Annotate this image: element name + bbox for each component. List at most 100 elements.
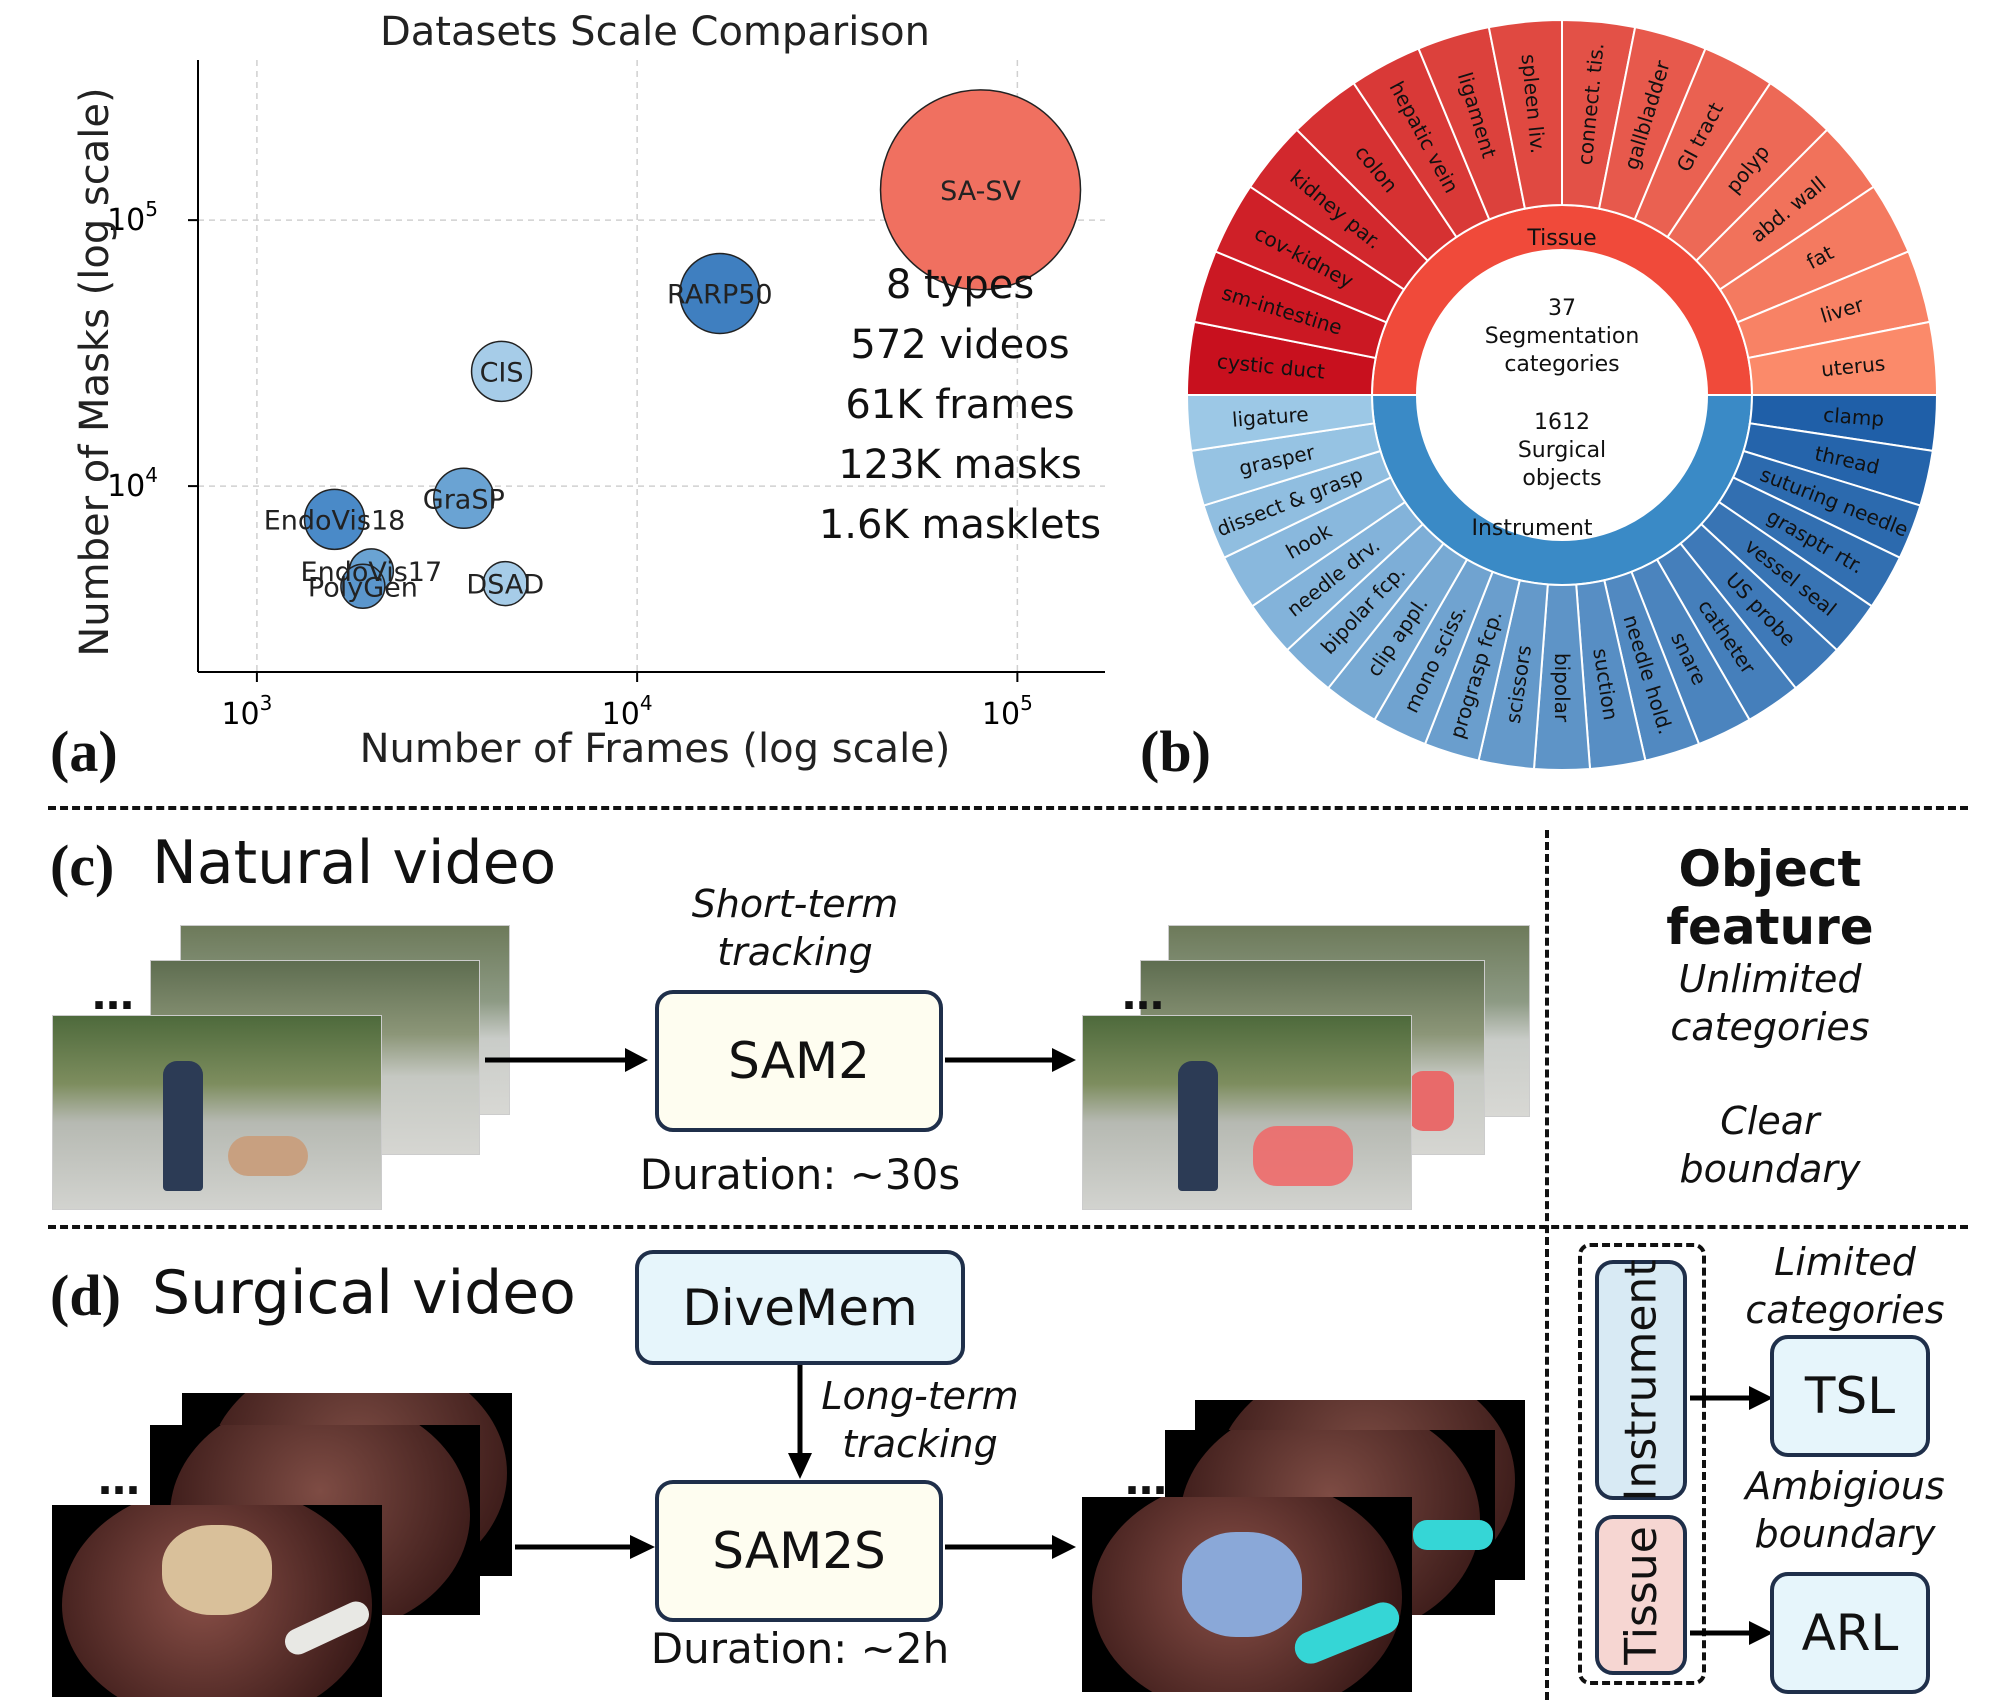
- separator-vertical: [1545, 830, 1549, 1700]
- clear-boundary-label: Clear boundary: [1590, 1097, 1950, 1193]
- center-text: 1612: [1534, 410, 1590, 435]
- sam2s-box: SAM2S: [655, 1480, 943, 1622]
- tissue-segment: [1747, 320, 1939, 396]
- arl-box: ARL: [1770, 1572, 1930, 1694]
- feature-line: categories: [1745, 1288, 1945, 1332]
- tissue-segment: [1718, 185, 1910, 324]
- bubble-rarp50: [679, 252, 761, 335]
- center-text: categories: [1504, 352, 1619, 377]
- instrument-segment: [1717, 476, 1902, 608]
- bubble-label: DSAD: [466, 570, 544, 601]
- bubble-endovis18: [303, 488, 366, 551]
- bubble-label: SA-SV: [940, 176, 1021, 207]
- instrument-segment: [1222, 476, 1407, 608]
- bubble-dsad: [482, 560, 529, 607]
- natural-output-ellipsis: …: [1122, 970, 1164, 1019]
- stats-annotation: 8 types: [886, 262, 1034, 308]
- instrument-segment: [1603, 570, 1701, 762]
- instrument-segment-label: clamp: [1822, 403, 1885, 431]
- center-text: Surgical: [1518, 438, 1606, 463]
- person-figure: [163, 1061, 203, 1191]
- center-text: objects: [1522, 466, 1601, 491]
- surgical-arrow-in: [515, 1535, 655, 1559]
- bubble-label: CIS: [480, 357, 524, 388]
- instrument-box: Instrument: [1595, 1259, 1687, 1501]
- x-tick-label: 103: [221, 691, 272, 732]
- bubble-label: PolyGen: [308, 572, 418, 603]
- separator-middle: [48, 1225, 1968, 1229]
- natural-video-title: Natural video: [152, 828, 557, 898]
- stats-annotation: 61K frames: [845, 382, 1074, 428]
- surgical-input-ellipsis: …: [98, 1455, 140, 1504]
- bubble-grasp: [433, 467, 495, 530]
- tracking-line: tracking: [842, 1422, 998, 1466]
- feature-line: boundary: [1679, 1147, 1861, 1191]
- instrument-segment: [1731, 449, 1922, 560]
- instrument-segment: [1532, 583, 1592, 771]
- mask-overlay: [1253, 1126, 1353, 1186]
- tissue-label: Tissue: [1615, 1525, 1667, 1665]
- sam2-box: SAM2: [655, 990, 943, 1132]
- tissue-segment: [1193, 250, 1388, 360]
- center-text: Segmentation: [1485, 324, 1640, 349]
- instrument-segment: [1202, 449, 1393, 560]
- tissue-box: Tissue: [1595, 1515, 1687, 1675]
- panel-letter-c: (c): [50, 833, 115, 898]
- inner-label-instrument: Instrument: [1471, 516, 1592, 541]
- surgical-arrow-out: [945, 1535, 1076, 1559]
- instrument-segment: [1748, 394, 1939, 453]
- instrument-segment: [1423, 570, 1521, 762]
- tissue-segment: [1694, 128, 1876, 291]
- bubble-polygen: [340, 563, 386, 610]
- person-figure: [1178, 1061, 1218, 1191]
- instrument-segment: [1477, 579, 1549, 771]
- feature-line: categories: [1670, 1005, 1870, 1049]
- center-text: 37: [1548, 296, 1576, 321]
- x-axis-label: Number of Frames (log scale): [360, 726, 951, 772]
- instrument-segment: [1742, 422, 1934, 507]
- tissue-segment: [1295, 81, 1458, 263]
- tissue-segment: [1352, 47, 1491, 239]
- panel-letter-b: (b): [1140, 719, 1211, 784]
- instrument-segment: [1326, 542, 1469, 722]
- instrument-segment: [1655, 542, 1798, 722]
- natural-duration: Duration: ~30s: [639, 1150, 961, 1199]
- feature-line: Unlimited: [1678, 957, 1862, 1001]
- tissue-arrow: [1690, 1621, 1773, 1645]
- instrument-segment: [1185, 394, 1376, 453]
- instrument-segment: [1373, 558, 1494, 746]
- bubble-label: EndoVis17: [301, 557, 443, 588]
- instrument-segment-label: bipolar: [1550, 653, 1574, 723]
- bubble-label: EndoVis18: [264, 505, 406, 536]
- natural-arrow-out: [945, 1048, 1076, 1072]
- inner-label-tissue: Tissue: [1526, 226, 1596, 251]
- bubble-label: GraSP: [423, 484, 505, 515]
- surgical-output-ellipsis: …: [1125, 1455, 1167, 1504]
- instrument-arrow: [1690, 1386, 1773, 1410]
- y-axis-label: Number of Masks (log scale): [72, 87, 118, 656]
- stats-annotation: 123K masks: [838, 442, 1082, 488]
- y-tick-exponent: 5: [145, 197, 158, 221]
- tissue-segment: [1214, 185, 1406, 324]
- divemem-box: DiveMem: [635, 1250, 965, 1365]
- tissue-mask: [1182, 1532, 1302, 1637]
- instrument-mask: [1413, 1520, 1493, 1550]
- divemem-arrow: [788, 1365, 812, 1479]
- feature-line: Limited: [1774, 1240, 1916, 1284]
- feature-line: Ambigious: [1745, 1464, 1945, 1508]
- tissue-segment: [1666, 81, 1829, 263]
- mask-overlay: [1409, 1071, 1454, 1131]
- instrument-segment: [1699, 500, 1874, 652]
- bubble-sa-sv: [879, 89, 1082, 291]
- limited-categories-label: Limited categories: [1720, 1238, 1970, 1334]
- tissue-segment: [1248, 128, 1430, 291]
- instrument-segment: [1679, 522, 1839, 690]
- y-tick-exponent: 4: [145, 463, 158, 487]
- natural-arrow-in: [485, 1048, 648, 1072]
- chart-title: Datasets Scale Comparison: [380, 9, 930, 55]
- surgical-duration: Duration: ~2h: [650, 1624, 950, 1673]
- long-term-tracking-label: Long-term tracking: [800, 1372, 1040, 1468]
- feature-line: boundary: [1754, 1512, 1936, 1556]
